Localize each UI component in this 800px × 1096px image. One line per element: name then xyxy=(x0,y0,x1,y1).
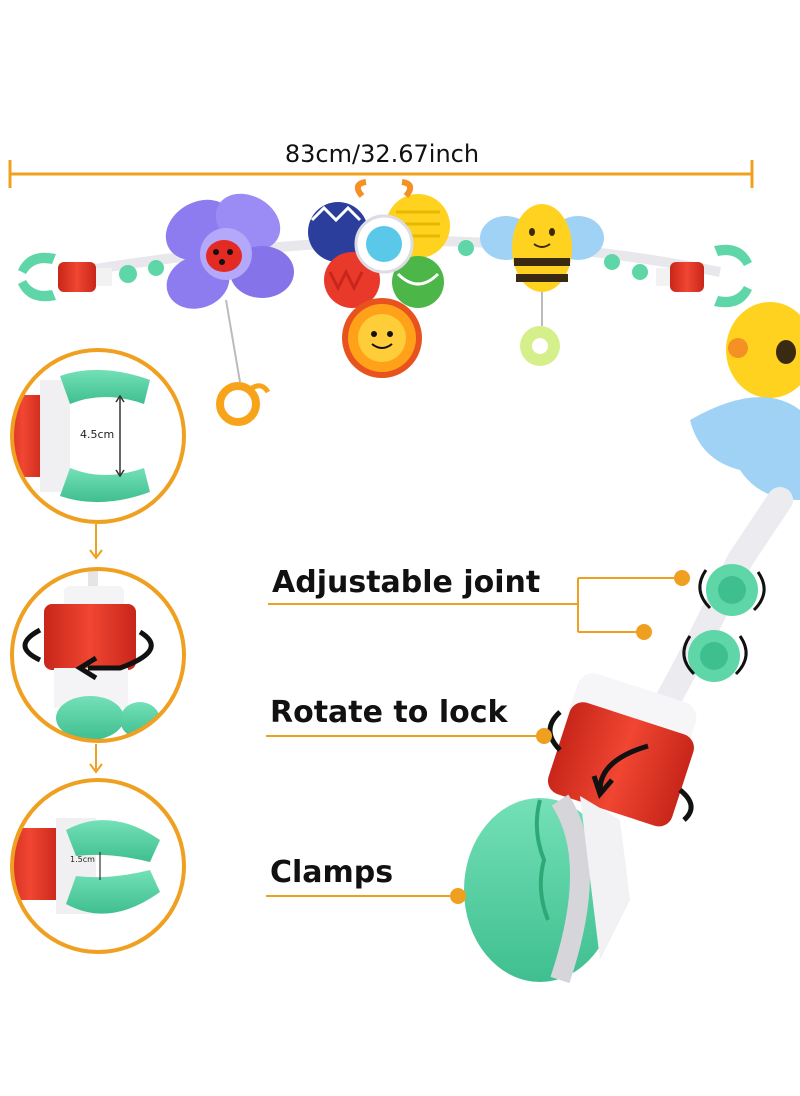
ring-teether xyxy=(216,382,260,426)
callout-adjustable-joint: Adjustable joint xyxy=(268,565,690,640)
detail-closed-clamp: 1.5cm xyxy=(10,778,186,954)
rotation-arrow-icon xyxy=(597,743,649,791)
bee-toy xyxy=(480,204,604,366)
closed-clamp-width-label: 1.5cm xyxy=(70,855,95,864)
ladybug-icon xyxy=(206,240,242,272)
open-clamp-width-label: 4.5cm xyxy=(80,428,114,441)
toy-bar xyxy=(18,179,752,426)
callout-clamps: Clamps xyxy=(266,855,466,904)
center-pinwheel-toy xyxy=(308,179,450,378)
rotate-to-lock-label: Rotate to lock xyxy=(270,695,509,730)
bee-head xyxy=(726,302,800,398)
rotation-arrow-icon xyxy=(88,629,154,671)
right-clamp xyxy=(458,240,752,308)
adjustable-joint-label: Adjustable joint xyxy=(272,565,540,600)
callout-rotate-to-lock: Rotate to lock xyxy=(266,695,552,744)
step-down-arrow-icon xyxy=(89,524,103,560)
detail-open-clamp: 4.5cm xyxy=(10,348,186,524)
bee-wing xyxy=(690,397,800,500)
sunflower-toy xyxy=(342,298,422,378)
clamps-label: Clamps xyxy=(270,855,393,890)
left-clamp xyxy=(18,252,164,302)
length-dimension: 83cm/32.67inch xyxy=(8,140,754,188)
purple-flower-toy xyxy=(165,193,294,426)
detail-rotate-lock xyxy=(10,567,186,743)
lock-ring xyxy=(547,702,694,827)
closeup-clamp-assembly xyxy=(464,302,800,984)
step-down-arrow-icon xyxy=(89,744,103,774)
total-length-label: 83cm/32.67inch xyxy=(285,140,479,168)
